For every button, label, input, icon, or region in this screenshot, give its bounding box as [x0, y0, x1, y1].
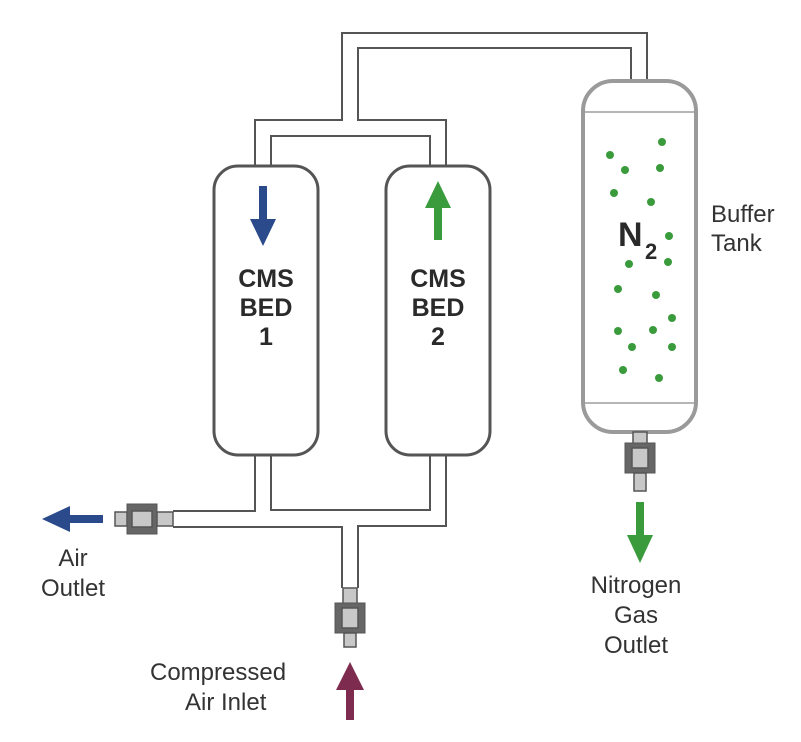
bed-2-line-2: BED: [412, 294, 465, 322]
nitrogen-outlet-label-line-2: Gas: [614, 602, 658, 629]
air-outlet-label-line-2: Outlet: [41, 575, 105, 602]
nitrogen-outlet-arrow: [627, 502, 653, 563]
air-outlet-arrow: [42, 506, 103, 532]
nitrogen-outlet-label-line-3: Outlet: [604, 632, 668, 659]
cms-bed-1: CMS BED 1: [212, 164, 320, 457]
air-outlet-label-line-1: Air: [58, 545, 87, 572]
bed-2-line-3: 2: [431, 323, 445, 351]
cms-bed-2: CMS BED 2: [384, 164, 492, 457]
compressed-air-label-line-1: Compressed: [150, 659, 286, 686]
bed-1-line-2: BED: [240, 294, 293, 322]
bed-1-line-1: CMS: [238, 265, 294, 293]
compressed-air-inlet-fitting: [334, 587, 366, 648]
n2-symbol: N: [618, 216, 643, 254]
buffer-tank-label-line-1: Buffer: [711, 201, 775, 228]
compressed-air-inlet-arrow: [336, 662, 364, 720]
n2-particles: [606, 138, 676, 382]
nitrogen-outlet-label-line-1: Nitrogen: [591, 572, 682, 599]
nitrogen-outlet-fitting: [624, 431, 656, 492]
buffer-tank-label-line-2: Tank: [711, 230, 763, 257]
compressed-air-label-line-2: Air Inlet: [185, 689, 267, 716]
flow-down-arrow: [250, 186, 276, 246]
n2-subscript: 2: [645, 239, 657, 264]
flow-up-arrow: [425, 181, 451, 240]
buffer-tank: N 2: [581, 79, 698, 434]
air-outlet-fitting: [114, 503, 174, 535]
top-pipe: [254, 32, 648, 168]
bed-1-line-3: 1: [259, 323, 273, 351]
bottom-manifold-pipe: [173, 455, 447, 588]
bed-2-line-1: CMS: [410, 265, 466, 293]
